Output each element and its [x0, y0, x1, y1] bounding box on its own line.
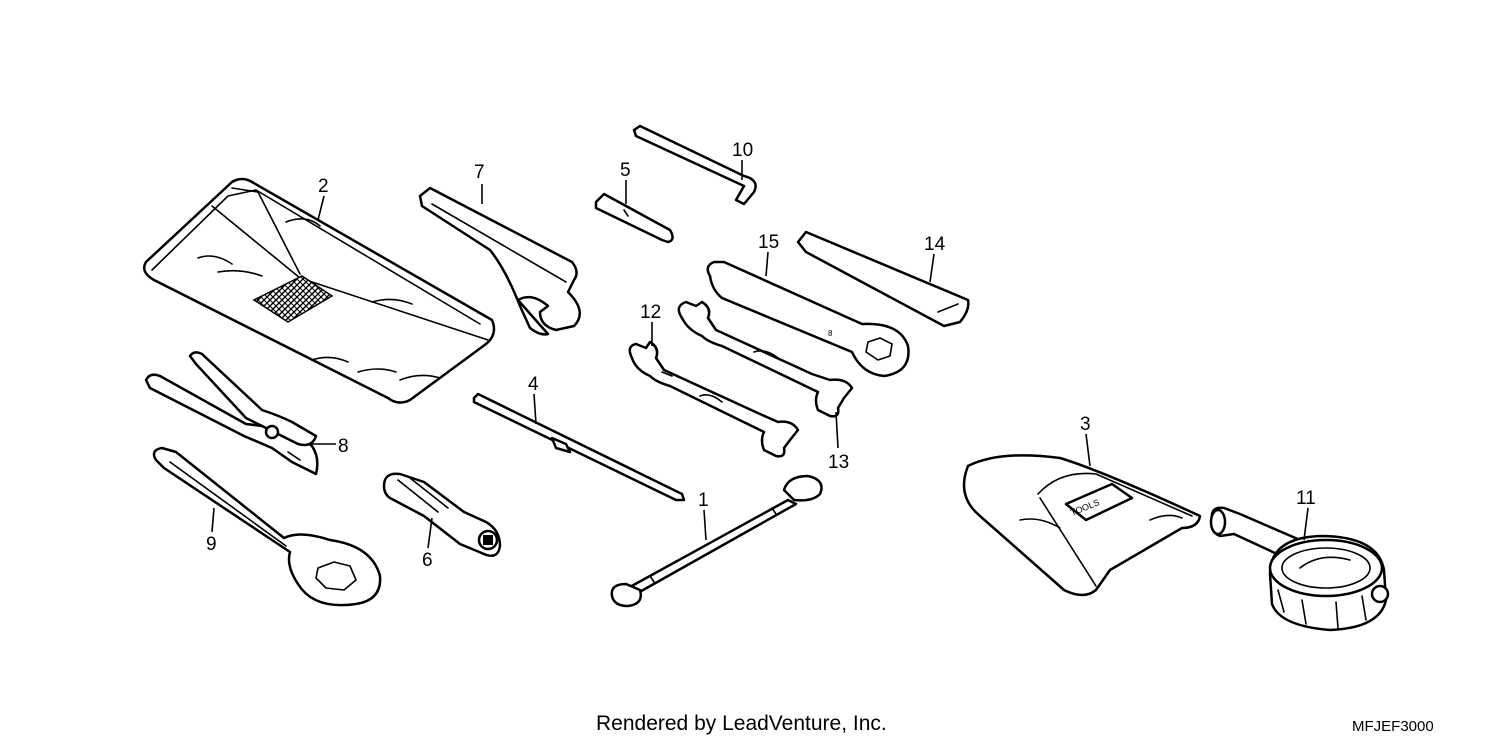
leader-14 [929, 253, 935, 283]
svg-text:8: 8 [828, 329, 833, 338]
part-13-wrench[interactable] [677, 300, 854, 418]
callout-3: 3 [1080, 414, 1091, 435]
callout-10: 10 [732, 140, 753, 161]
leader-9 [211, 507, 215, 533]
part-6-screwdriver-handle[interactable] [382, 472, 502, 557]
part-5-small-tool[interactable] [594, 192, 674, 244]
callout-12: 12 [640, 302, 661, 323]
leader-11 [1303, 507, 1309, 541]
part-14-grip[interactable] [796, 230, 970, 328]
callout-15: 15 [758, 232, 779, 253]
leader-3 [1085, 433, 1091, 467]
callout-1: 1 [698, 490, 709, 511]
callouts: 2 7 5 10 15 14 12 13 8 4 9 6 1 3 11 [206, 140, 1316, 571]
leader-1 [703, 509, 707, 541]
part-10-hex-key[interactable] [632, 124, 757, 206]
callout-11: 11 [1296, 488, 1316, 509]
part-9-box-wrench[interactable] [152, 446, 382, 607]
part-3-tool-pouch[interactable]: TOOLS [962, 454, 1202, 597]
part-1-extension-bar[interactable] [610, 474, 823, 608]
leader-lines [211, 160, 1309, 549]
callout-14: 14 [924, 234, 946, 255]
leader-13 [835, 411, 839, 449]
part-12-wrench[interactable] [628, 340, 800, 458]
leader-2 [317, 195, 325, 221]
footer-credit: Rendered by LeadVenture, Inc. [596, 712, 887, 735]
part-7-hook-spanner[interactable] [418, 186, 581, 336]
part-8-pliers[interactable] [144, 351, 319, 476]
callout-8: 8 [338, 436, 349, 457]
callout-13: 13 [828, 452, 849, 473]
footer-diagram-code: MFJEF3000 [1352, 718, 1434, 735]
callout-5: 5 [620, 160, 631, 181]
callout-4: 4 [528, 374, 539, 395]
callout-7: 7 [474, 162, 485, 183]
leader-15 [765, 251, 769, 277]
callout-9: 9 [206, 534, 217, 555]
callout-6: 6 [422, 550, 433, 571]
part-4-screwdriver-blade[interactable] [472, 392, 686, 502]
leader-4 [533, 393, 537, 425]
leader-6 [427, 517, 433, 549]
callout-2: 2 [318, 176, 329, 197]
part-15-wrench[interactable]: 8 [706, 260, 910, 378]
part-11-pressure-gauge[interactable] [1209, 506, 1390, 632]
part-2-tool-bag[interactable] [143, 177, 496, 404]
